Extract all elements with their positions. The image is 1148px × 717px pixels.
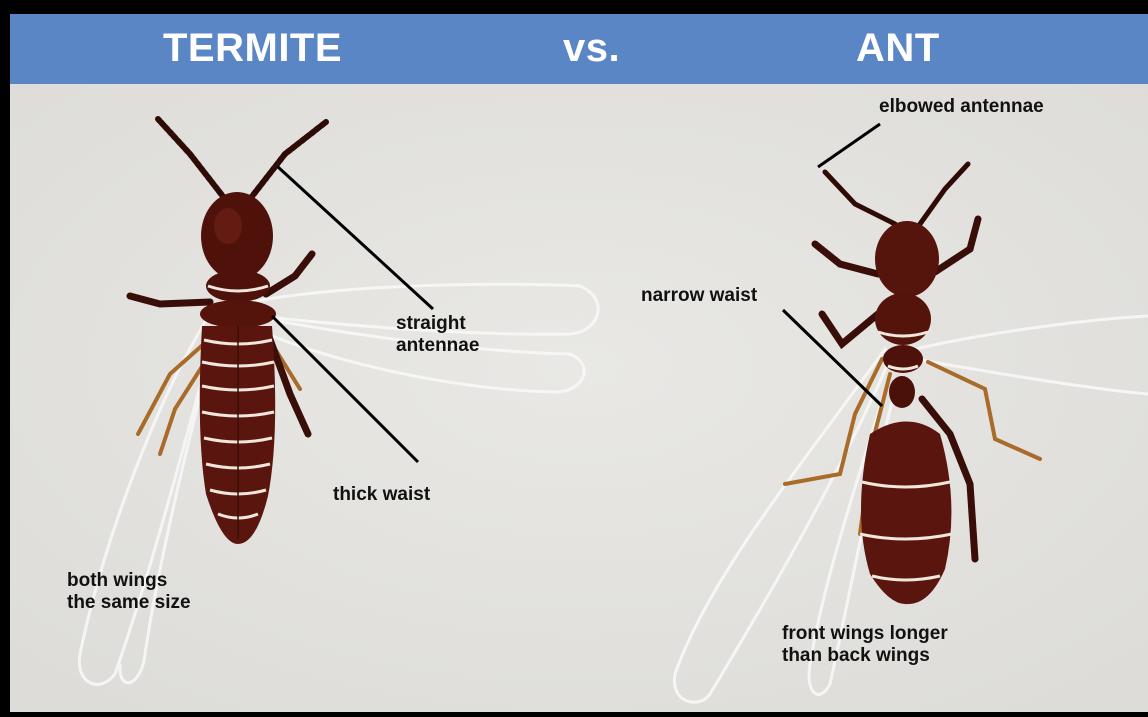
label-thick-waist: thick waist (333, 484, 430, 506)
label-front-wings: front wings longer than back wings (782, 623, 948, 667)
termite-title: TERMITE (163, 24, 342, 72)
label-narrow-waist: narrow waist (641, 285, 757, 307)
label-both-wings: both wings the same size (67, 570, 191, 614)
illustration-panel: TERMITE vs. ANT (10, 14, 1148, 712)
label-straight-antennae: straight antennae (396, 313, 479, 357)
ant-title: ANT (856, 24, 940, 72)
label-elbowed-antennae: elbowed antennae (879, 96, 1044, 118)
versus-text: vs. (563, 24, 620, 72)
title-banner: TERMITE vs. ANT (10, 14, 1148, 84)
insect-illustration (10, 84, 1148, 712)
